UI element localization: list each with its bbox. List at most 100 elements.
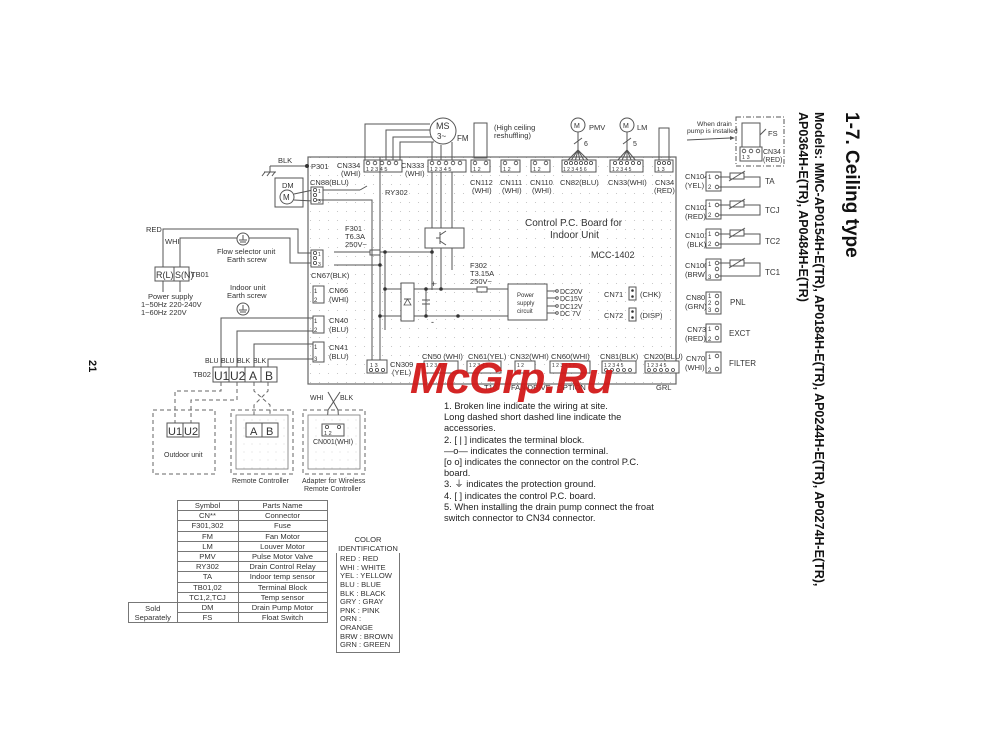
note-line: 3. ⏚ indicates the protection ground. [444,479,596,490]
note-line: Long dashed short dashed line indicate t… [444,412,622,423]
color-code: GRY : GRAY [340,597,384,607]
svg-text:(DISP): (DISP) [640,311,663,320]
board-title: Control P.C. Board for [525,218,623,229]
cn34-jumper [658,127,670,161]
label-t10: T10 [484,383,497,392]
drain-pump-label: DM [282,181,294,190]
p301-label: P301 [311,162,329,171]
svg-text:TC1: TC1 [765,268,781,277]
right-connector-cn100: CN100 (BRW) 1 3 TC1 [685,257,781,281]
svg-text:(GRN): (GRN) [685,302,707,311]
fan-motor-label: MS [436,121,450,131]
tb02-wire-color: BLU [205,358,219,365]
svg-text:B: B [265,369,273,383]
svg-text:1 3: 1 3 [370,363,378,369]
remote-controller-box [230,409,294,475]
svg-text:2: 2 [708,185,712,191]
svg-text:(WHI): (WHI) [502,186,522,195]
top-connector-cn82: 1 2 3 4 5 6 CN82(BLU) [560,159,599,187]
svg-text:1~50Hz 220-240V: 1~50Hz 220-240V [141,300,202,309]
high-ceiling-note: (High ceiling [494,123,535,132]
svg-text:TA: TA [765,177,775,186]
high-ceiling-jumper [473,122,488,159]
svg-text:TCJ: TCJ [765,206,780,215]
svg-text:Power: Power [517,293,534,299]
svg-text:CN20(BLU): CN20(BLU) [644,352,683,361]
svg-text:3: 3 [708,308,712,314]
label-option: OPTION [557,383,586,392]
tb02-terminal-block: TB02 U1 U2 A B [193,366,278,383]
fan-motor-phase: 3~ [437,132,446,141]
svg-text:CN40: CN40 [329,316,348,325]
top-connector-cn33: 1 2 3 4 5 CN33(WHI) [608,159,647,187]
svg-text:T3.15A: T3.15A [470,269,494,278]
wireless-blk-label: BLK [340,395,354,402]
svg-text:1 2 3 4 5 6: 1 2 3 4 5 6 [552,363,576,369]
svg-text:1: 1 [708,327,712,333]
svg-text:(BLU): (BLU) [329,352,349,361]
svg-text:1 2 3 4 5: 1 2 3 4 5 [426,363,446,369]
models-line-1: Models: MMC-AP0154H-E(TR), AP0184H-E(TR)… [812,112,826,587]
svg-text:(WHI): (WHI) [329,295,349,304]
wireless-adapter-box [302,409,366,475]
right-connector-cn101: CN101 (BLK) 1 2 TC2 [685,227,781,249]
svg-text:5: 5 [633,141,637,148]
left-connector-cn67: 1 3 CN67(BLK) [310,249,350,280]
svg-text:CN81(BLK): CN81(BLK) [600,352,639,361]
svg-text:DC15V: DC15V [560,296,583,303]
notes: 1. Broken line indicate the wiring at si… [444,401,674,524]
svg-text:S(N): S(N) [175,270,194,280]
svg-text:CN104: CN104 [685,172,708,181]
svg-text:(BLK): (BLK) [687,240,707,249]
ry302-relay-label: RY302 [385,188,408,197]
svg-text:2: 2 [708,242,712,248]
svg-text:250V~: 250V~ [470,277,493,286]
svg-text:CN50 (WHI): CN50 (WHI) [422,352,463,361]
top-connector-cn333: 1 2 3 4 5 CN333 (WHI) [401,159,467,178]
note-line: accessories. [444,423,496,434]
svg-text:U2: U2 [230,369,246,383]
svg-text:1 2 3 4 5: 1 2 3 4 5 [612,167,632,173]
power-supply-label: Power supply [148,292,193,301]
svg-text:M: M [623,123,629,130]
right-connector-cn80: CN80 (GRN) 1 2 3 PNL [685,291,746,315]
svg-text:CN66: CN66 [329,286,348,295]
chassis-ground-icon [261,166,276,177]
svg-text:1 3: 1 3 [657,167,665,173]
svg-text:CN88(BLU): CN88(BLU) [310,178,349,187]
svg-text:CN111: CN111 [500,178,522,187]
fan-drive-transistor [424,227,465,249]
svg-text:(RED): (RED) [685,212,706,221]
svg-text:1: 1 [318,252,321,258]
svg-text:2: 2 [314,298,318,304]
svg-text:(RED): (RED) [685,334,706,343]
svg-text:T6.3A: T6.3A [345,232,365,241]
svg-text:CN334: CN334 [337,161,360,170]
svg-text:CN110: CN110 [530,178,553,187]
svg-text:Earth screw: Earth screw [227,291,267,300]
fs-label: FS [768,129,778,138]
sold-separately-cell: Sold Separately [128,601,178,624]
svg-text:1 2 3 4 5: 1 2 3 4 5 [430,167,451,173]
wireless-adapter-label: Adapter for Wireless [302,478,366,485]
fuse-f302 [476,286,488,293]
table-row: CN**Connector [129,510,328,522]
parts-table: Symbol Parts Name CN**Connector F301,302… [128,499,328,624]
color-code: PNK : PINK [340,605,380,615]
note-line: switch connector to CN34 connector. [444,513,596,524]
svg-text:M: M [574,123,580,130]
svg-text:(CHK): (CHK) [640,290,661,299]
remote-b-terminal: B [266,426,273,438]
svg-text:Indoor Unit: Indoor Unit [550,230,599,241]
svg-text:1 2: 1 2 [473,167,481,173]
svg-text:CN70: CN70 [686,354,705,363]
top-connector-cn34: 1 3 CN34 (RED) [654,159,675,195]
outdoor-u2-terminal: U2 [184,426,198,438]
svg-text:CN72: CN72 [604,311,623,320]
svg-text:3: 3 [318,262,321,268]
left-connector-cn88: CN88(BLU) 1 3 [310,178,349,205]
svg-text:1: 1 [708,262,712,268]
